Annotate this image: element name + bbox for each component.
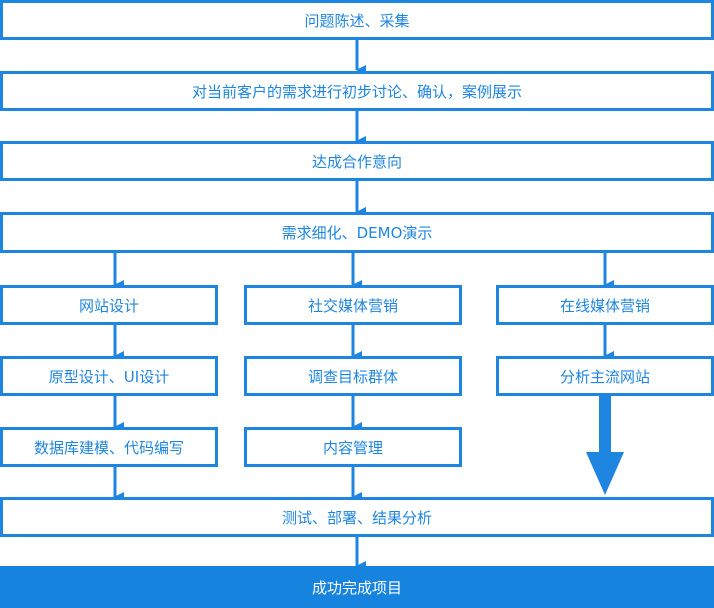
step-label: 测试、部署、结果分析 bbox=[281, 508, 432, 527]
web-branch-step-1: 网站设计 bbox=[0, 285, 218, 325]
step-label: 成功完成项目 bbox=[311, 578, 402, 597]
web-branch-step-3: 数据库建模、代码编写 bbox=[0, 427, 218, 467]
online-branch-step-1: 在线媒体营销 bbox=[496, 285, 714, 325]
step-label: 内容管理 bbox=[322, 438, 383, 457]
step-label: 需求细化、DEMO演示 bbox=[281, 224, 433, 242]
step-label: 在线媒体营销 bbox=[559, 296, 650, 315]
step-label: 调查目标群体 bbox=[307, 367, 398, 386]
step-label: 达成合作意向 bbox=[311, 152, 402, 171]
social-branch-step-1: 社交媒体营销 bbox=[244, 285, 462, 325]
step-test-deploy-analyze: 测试、部署、结果分析 bbox=[0, 497, 714, 537]
step-requirement-refinement: 需求细化、DEMO演示 bbox=[0, 212, 714, 253]
online-branch-step-2: 分析主流网站 bbox=[496, 356, 714, 396]
step-label: 问题陈述、采集 bbox=[304, 11, 410, 30]
social-branch-step-3: 内容管理 bbox=[244, 427, 462, 467]
step-label: 数据库建模、代码编写 bbox=[33, 438, 184, 457]
step-cooperation-intent: 达成合作意向 bbox=[0, 141, 714, 181]
step-problem-statement: 问题陈述、采集 bbox=[0, 0, 714, 40]
step-project-complete: 成功完成项目 bbox=[0, 566, 714, 608]
big-arrow-online-merge bbox=[586, 396, 624, 495]
step-initial-discussion: 对当前客户的需求进行初步讨论、确认，案例展示 bbox=[0, 71, 714, 111]
step-label: 分析主流网站 bbox=[559, 367, 650, 386]
web-branch-step-2: 原型设计、UI设计 bbox=[0, 356, 218, 396]
step-label: 网站设计 bbox=[78, 296, 139, 315]
social-branch-step-2: 调查目标群体 bbox=[244, 356, 462, 396]
step-label: 社交媒体营销 bbox=[307, 296, 398, 315]
step-label: 原型设计、UI设计 bbox=[48, 367, 170, 386]
step-label: 对当前客户的需求进行初步讨论、确认，案例展示 bbox=[191, 82, 522, 101]
